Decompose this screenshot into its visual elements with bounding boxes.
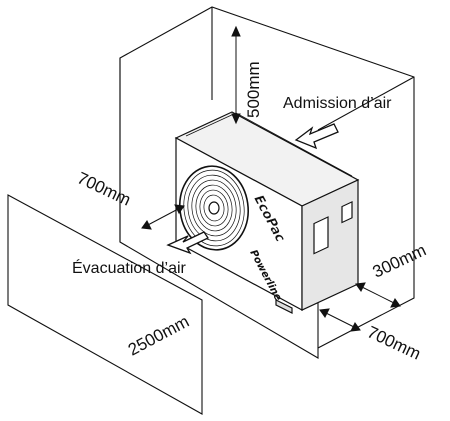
air-intake-label: Admission d’air [283, 95, 392, 112]
front-wall-panel [7, 194, 203, 415]
status-panel [341, 200, 353, 224]
air-intake-arrow [294, 123, 339, 150]
unit-foot [275, 299, 293, 314]
clearance-right-label: 700mm [364, 322, 423, 363]
air-outlet-label: Évacuation d’air [72, 258, 187, 277]
control-box [313, 216, 329, 255]
clearance-front-label: 2500mm [125, 312, 192, 360]
clearance-front-left-label: 700mm [74, 168, 133, 209]
back-wall-panel [119, 6, 415, 359]
dimension-lines [141, 25, 401, 332]
clearance-rear-label: 300mm [370, 240, 429, 281]
air-outlet-arrow [166, 231, 209, 255]
clearance-top-label: 500mm [244, 61, 263, 118]
fan-grille [179, 165, 249, 251]
